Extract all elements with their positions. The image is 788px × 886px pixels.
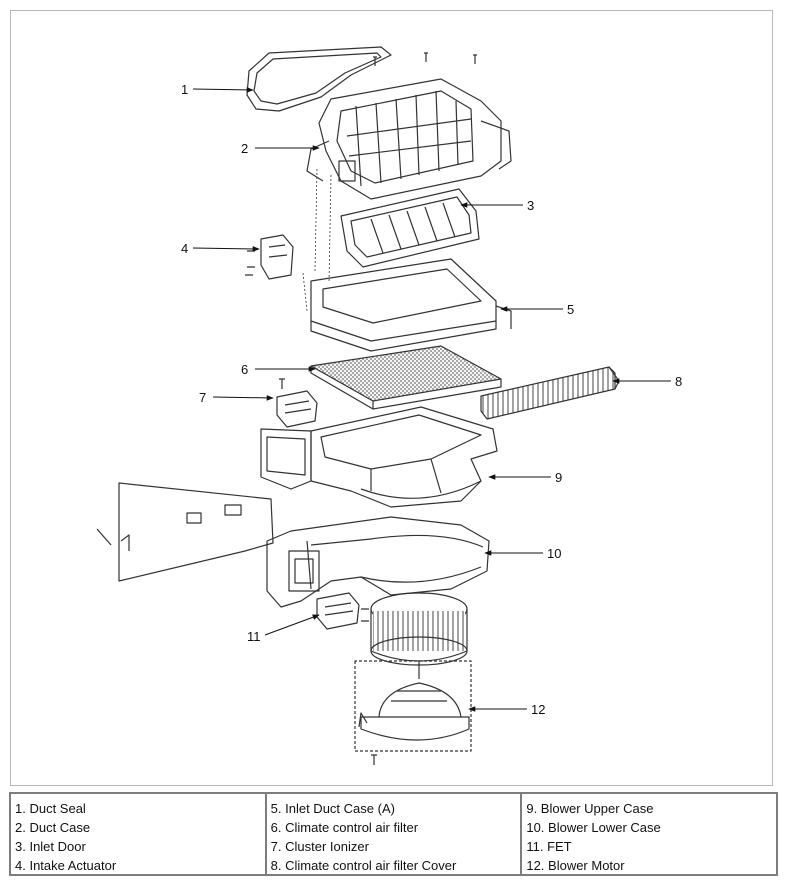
callout-4: 4: [181, 241, 188, 256]
callout-5: 5: [567, 302, 574, 317]
callout-7: 7: [199, 390, 206, 405]
legend-column-1: 1. Duct Seal 2. Duct Case 3. Inlet Door …: [11, 794, 265, 874]
blower-lower-case-part: [266, 516, 490, 608]
callout-3: 3: [527, 198, 534, 213]
intake-actuator-part: [245, 234, 294, 280]
legend-item: 7. Cluster Ionizer: [270, 839, 369, 854]
inlet-door-part: [340, 188, 480, 268]
leader-lines: [192, 87, 671, 712]
duct-case-part: [306, 78, 512, 200]
legend-item: 9. Blower Upper Case: [526, 801, 654, 816]
legend-column-2: 5. Inlet Duct Case (A) 6. Climate contro…: [264, 794, 521, 874]
legend-item: 5. Inlet Duct Case (A): [270, 801, 395, 816]
callout-2: 2: [241, 141, 248, 156]
filter-cover-part: [480, 366, 620, 420]
callout-10: 10: [547, 546, 561, 561]
parts-legend-table: 1. Duct Seal 2. Duct Case 3. Inlet Door …: [9, 792, 778, 876]
legend-item: 8. Climate control air filter Cover: [270, 858, 457, 873]
legend-item: 12. Blower Motor: [526, 858, 625, 873]
callout-9: 9: [555, 470, 562, 485]
duct-seal-part: [246, 46, 392, 112]
legend-item: 1. Duct Seal: [15, 801, 86, 816]
callout-11: 11: [247, 629, 261, 644]
inlet-duct-case-part: [310, 258, 512, 352]
callout-6: 6: [241, 362, 248, 377]
legend-item: 4. Intake Actuator: [15, 858, 117, 873]
legend-item: 3. Inlet Door: [15, 839, 86, 854]
legend-item: 6. Climate control air filter: [270, 820, 419, 835]
callout-8: 8: [675, 374, 682, 389]
diagram-drawing: 1 2 3 4 5 6 7 8 9 10 11 12: [96, 46, 682, 765]
legend-item: 2. Duct Case: [15, 820, 91, 835]
side-panel-part: [96, 482, 274, 582]
blower-motor-part: [354, 592, 472, 765]
exploded-diagram: 1 2 3 4 5 6 7 8 9 10 11 12: [10, 10, 773, 786]
air-filter-part: [310, 345, 502, 410]
legend-item: 10. Blower Lower Case: [526, 820, 661, 835]
callout-labels: 1 2 3 4 5 6 7 8 9 10 11 12: [181, 82, 682, 717]
blower-upper-case-part: [260, 406, 498, 508]
legend-column-3: 9. Blower Upper Case 10. Blower Lower Ca…: [520, 794, 776, 874]
fet-part: [316, 592, 369, 630]
cluster-ionizer-part: [276, 378, 318, 428]
callout-12: 12: [531, 702, 545, 717]
screw-parts-top: [373, 52, 477, 66]
legend-item: 11. FET: [526, 839, 572, 854]
callout-1: 1: [181, 82, 188, 97]
